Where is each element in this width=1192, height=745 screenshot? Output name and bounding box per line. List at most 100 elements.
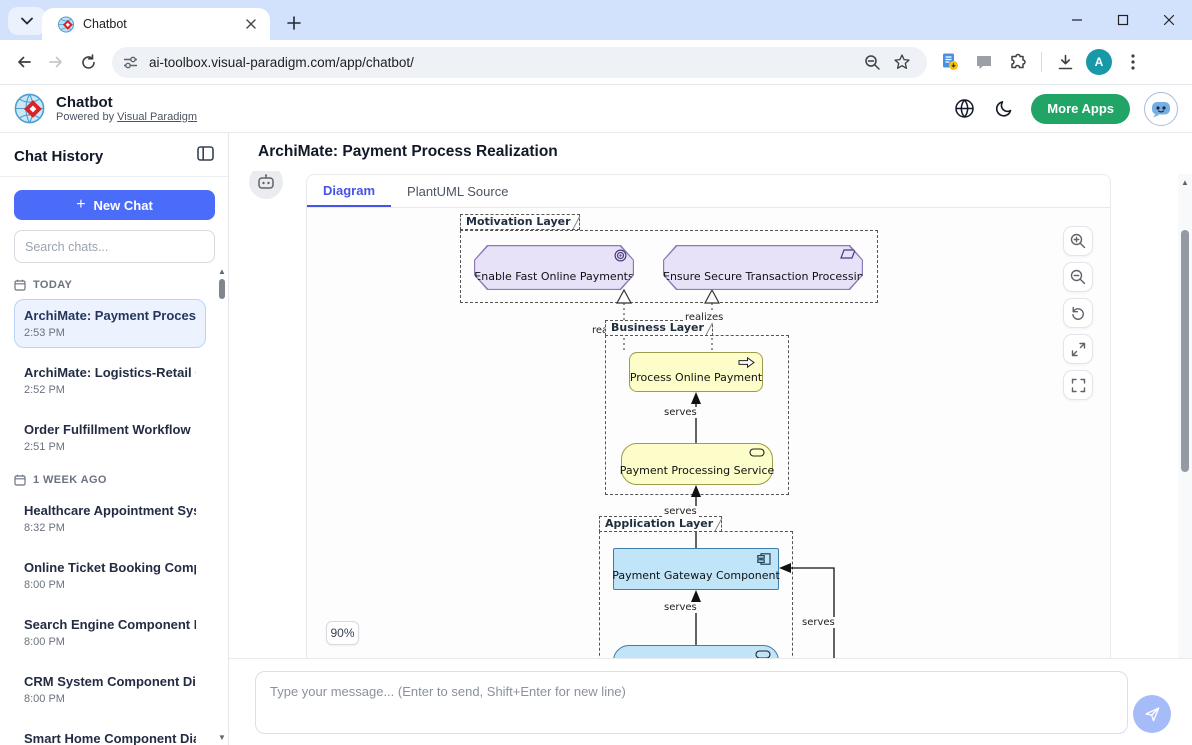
- scrollbar-thumb[interactable]: [1181, 230, 1189, 472]
- extensions-puzzle-icon[interactable]: [1003, 47, 1033, 77]
- page-scrollbar[interactable]: ▲ ▼: [1178, 174, 1192, 682]
- chat-item[interactable]: Search Engine Component D... 8:00 PM: [24, 617, 196, 648]
- tab-close-icon[interactable]: [242, 15, 260, 33]
- application-service-icon: [755, 650, 771, 658]
- docs-extension-icon[interactable]: [935, 47, 965, 77]
- expand-button[interactable]: [1063, 334, 1093, 364]
- toolbar-divider: [1041, 52, 1042, 72]
- search-chats-input[interactable]: [14, 230, 215, 263]
- tab-title: Chatbot: [83, 17, 127, 31]
- zoom-out-page-icon[interactable]: [857, 47, 887, 77]
- diagram-controls: [1063, 226, 1093, 400]
- site-settings-icon[interactable]: [122, 54, 139, 71]
- url-text[interactable]: ai-toolbox.visual-paradigm.com/app/chatb…: [149, 54, 414, 70]
- scrollbar-thumb[interactable]: [219, 279, 225, 299]
- goal-node[interactable]: Enable Fast Online Payments: [474, 245, 634, 290]
- chat-item[interactable]: Smart Home Component Dia...: [24, 731, 196, 745]
- component-label: Payment Gateway Component: [612, 569, 780, 582]
- diagram-viewport[interactable]: Enable Fast Online Payments Ensure Secur…: [307, 208, 1110, 658]
- business-process-node[interactable]: Process Online Payment: [629, 352, 763, 392]
- reset-view-button[interactable]: [1063, 298, 1093, 328]
- scroll-down-icon[interactable]: ▼: [218, 733, 226, 742]
- app-title-block: Chatbot Powered by Visual Paradigm: [56, 94, 197, 123]
- comment-extension-icon[interactable]: [969, 47, 999, 77]
- conversation-title: ArchiMate: Payment Process Realization: [229, 133, 1192, 171]
- language-globe-icon[interactable]: [951, 96, 977, 122]
- profile-avatar[interactable]: A: [1084, 47, 1114, 77]
- browser-titlebar: Chatbot: [0, 0, 1192, 40]
- diagram-card: Diagram PlantUML Source: [306, 174, 1111, 658]
- serves-edge-label: serves: [663, 407, 698, 418]
- chat-item[interactable]: ArchiMate: Payment Process ... 2:53 PM: [14, 299, 206, 348]
- forward-button[interactable]: [40, 46, 72, 78]
- service-label: Payment Processing Service: [619, 464, 775, 477]
- app-title: Chatbot: [56, 94, 113, 111]
- browser-tab[interactable]: Chatbot: [42, 8, 270, 40]
- tab-plantuml-source[interactable]: PlantUML Source: [407, 183, 509, 199]
- collapse-sidebar-icon[interactable]: [197, 146, 214, 166]
- tab-diagram[interactable]: Diagram: [307, 175, 392, 207]
- requirement-label: Ensure Secure Transaction Processing: [663, 270, 871, 283]
- application-component-node[interactable]: Payment Gateway Component: [612, 548, 780, 590]
- chat-item[interactable]: CRM System Component Dia... 8:00 PM: [24, 674, 196, 705]
- send-plane-icon: [1145, 707, 1160, 722]
- visual-paradigm-logo: [14, 93, 45, 124]
- diagram-tabs: Diagram PlantUML Source: [307, 175, 1110, 208]
- browser-menu-icon[interactable]: [1118, 47, 1148, 77]
- browser-toolbar: ai-toolbox.visual-paradigm.com/app/chatb…: [0, 40, 1192, 85]
- chat-item[interactable]: Online Ticket Booking Comp... 8:00 PM: [24, 560, 196, 591]
- downloads-icon[interactable]: [1050, 47, 1080, 77]
- send-button[interactable]: [1133, 695, 1171, 733]
- chat-history-sidebar: Chat History + New Chat TODAY ArchiMate:…: [0, 133, 229, 745]
- scroll-up-icon[interactable]: ▲: [218, 267, 226, 276]
- chevron-down-icon: [21, 17, 33, 25]
- chatbot-logo-icon[interactable]: [1144, 91, 1178, 126]
- zoom-level-badge: 90%: [326, 621, 359, 645]
- sidebar-scrollbar[interactable]: ▲ ▼: [217, 267, 227, 745]
- business-service-node[interactable]: Payment Processing Service: [619, 443, 775, 485]
- back-button[interactable]: [8, 46, 40, 78]
- serves-edge-label: serves: [663, 602, 698, 613]
- requirement-node[interactable]: Ensure Secure Transaction Processing: [663, 245, 863, 290]
- business-process-icon: [738, 357, 755, 368]
- process-label: Process Online Payment: [629, 371, 763, 384]
- chat-item[interactable]: Order Fulfillment Workflow 2:51 PM: [24, 422, 191, 453]
- toolbar-extensions-area: A: [935, 47, 1158, 77]
- goal-icon: [614, 249, 627, 262]
- url-bar[interactable]: ai-toolbox.visual-paradigm.com/app/chatb…: [112, 46, 927, 78]
- chat-item[interactable]: Healthcare Appointment Sys... 8:32 PM: [24, 503, 196, 534]
- new-chat-button[interactable]: + New Chat: [14, 190, 215, 220]
- business-service-icon: [749, 448, 765, 457]
- calendar-icon: [14, 474, 26, 486]
- more-apps-button[interactable]: More Apps: [1031, 93, 1130, 124]
- main-content: ArchiMate: Payment Process Realization D…: [229, 133, 1192, 745]
- component-icon: [757, 553, 771, 565]
- visual-paradigm-link[interactable]: Visual Paradigm: [117, 111, 198, 123]
- window-close-button[interactable]: [1146, 0, 1192, 40]
- message-input[interactable]: [255, 671, 1128, 734]
- chat-item[interactable]: ArchiMate: Logistics-Retail C... 2:52 PM: [24, 365, 196, 396]
- dark-mode-moon-icon[interactable]: [991, 96, 1017, 122]
- window-maximize-button[interactable]: [1100, 0, 1146, 40]
- powered-by: Powered by Visual Paradigm: [56, 111, 198, 123]
- fullscreen-button[interactable]: [1063, 370, 1093, 400]
- section-header-today: TODAY: [14, 279, 206, 291]
- bookmark-star-icon[interactable]: [887, 47, 917, 77]
- tab-search-button[interactable]: [8, 7, 46, 35]
- reload-button[interactable]: [72, 46, 104, 78]
- zoom-in-button[interactable]: [1063, 226, 1093, 256]
- calendar-icon: [14, 279, 26, 291]
- goal-label: Enable Fast Online Payments: [474, 270, 634, 283]
- app-header: Chatbot Powered by Visual Paradigm More …: [0, 85, 1192, 133]
- application-service-node[interactable]: [613, 645, 779, 658]
- section-header-week-ago: 1 WEEK AGO: [14, 474, 206, 486]
- scroll-up-icon[interactable]: ▲: [1181, 178, 1189, 187]
- realizes-edge-label: realizes: [684, 312, 725, 323]
- sidebar-divider: [0, 176, 228, 177]
- zoom-out-button[interactable]: [1063, 262, 1093, 292]
- new-tab-button[interactable]: [280, 9, 308, 37]
- message-composer: [229, 658, 1192, 745]
- window-minimize-button[interactable]: [1054, 0, 1100, 40]
- application-layer-label: Application Layer: [599, 516, 723, 532]
- serves-edge-label: serves: [801, 617, 836, 628]
